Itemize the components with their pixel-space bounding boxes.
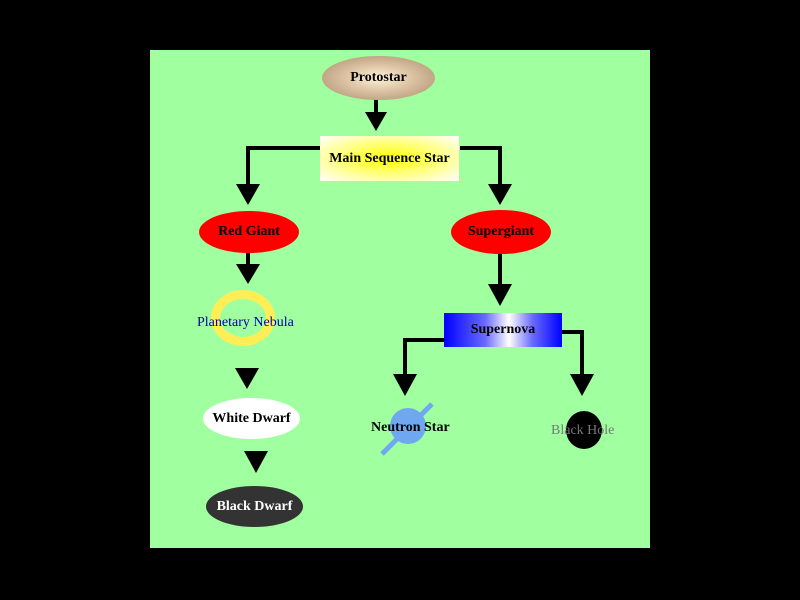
neutron-star-icon bbox=[380, 402, 434, 456]
red-giant-label: Red Giant bbox=[218, 224, 280, 239]
protostar-node: Protostar bbox=[322, 56, 435, 100]
main-sequence-node: Main Sequence Star bbox=[320, 136, 459, 181]
planetary-nebula-label: Planetary Nebula bbox=[197, 315, 294, 330]
white-dwarf-label: White Dwarf bbox=[212, 410, 291, 426]
main-sequence-label: Main Sequence Star bbox=[329, 150, 450, 166]
black-hole-circle bbox=[566, 411, 602, 449]
black-dwarf-label: Black Dwarf bbox=[216, 498, 293, 514]
black-hole-label: Black Hole bbox=[551, 423, 615, 438]
supernova-node: Supernova bbox=[444, 313, 562, 347]
planetary-nebula-ring bbox=[211, 290, 275, 346]
red-giant-node: Red Giant bbox=[199, 211, 299, 253]
neutron-star-label: Neutron Star bbox=[371, 420, 450, 435]
supernova-label: Supernova bbox=[470, 322, 536, 337]
protostar-label: Protostar bbox=[350, 70, 407, 85]
black-dwarf-node: Black Dwarf bbox=[206, 486, 303, 527]
supergiant-label: Supergiant bbox=[467, 224, 535, 239]
supergiant-node: Supergiant bbox=[451, 210, 551, 254]
white-dwarf-node: White Dwarf bbox=[203, 398, 300, 439]
